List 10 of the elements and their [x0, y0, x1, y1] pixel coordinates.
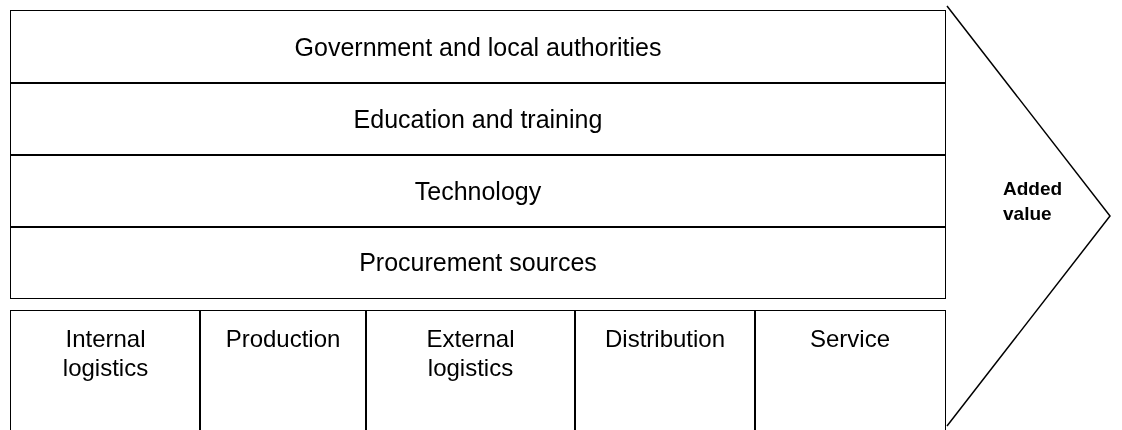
primary-activity-box: External logistics — [365, 310, 576, 430]
primary-activity-box: Service — [754, 310, 946, 430]
support-activity-band: Technology — [10, 154, 946, 228]
support-activity-band: Education and training — [10, 82, 946, 156]
value-label: Added value — [1003, 177, 1063, 226]
support-activity-band: Procurement sources — [10, 226, 946, 299]
support-activity-band: Government and local authorities — [10, 10, 946, 84]
primary-activity-box: Internal logistics — [10, 310, 201, 430]
primary-activity-box: Distribution — [574, 310, 756, 430]
primary-activity-box: Production — [199, 310, 367, 430]
